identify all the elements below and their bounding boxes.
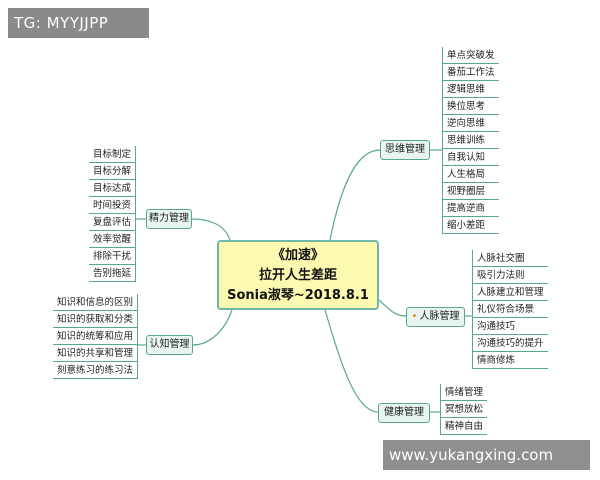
thinking-item: 视野圈层 bbox=[443, 183, 499, 200]
energy-item: 复盘评估 bbox=[89, 214, 136, 231]
branch-energy-label: 精力管理 bbox=[149, 213, 189, 224]
branch-network-label: 人脉管理 bbox=[419, 311, 460, 322]
health-items: 情绪管理 冥想放松 精神自由 bbox=[440, 384, 488, 435]
central-author-date: Sonia淑琴~2018.8.1 bbox=[227, 288, 369, 303]
thinking-item: 自我认知 bbox=[443, 149, 499, 166]
thinking-items: 单点突破发 番茄工作法 逻辑思维 换位思考 逆向思维 思维训练 自我认知 人生格… bbox=[442, 47, 499, 234]
central-title: 《加速》 bbox=[271, 248, 324, 263]
thinking-item: 提高逆商 bbox=[443, 200, 499, 217]
cognition-item: 知识的统筹和应用 bbox=[53, 328, 138, 345]
central-topic[interactable]: 《加速》 拉开人生差距 Sonia淑琴~2018.8.1 bbox=[217, 240, 379, 310]
thinking-item: 逻辑思维 bbox=[443, 81, 499, 98]
health-item: 情绪管理 bbox=[441, 384, 488, 401]
connector-energy bbox=[191, 218, 231, 241]
connector-health bbox=[324, 309, 379, 413]
energy-item: 排除干扰 bbox=[89, 248, 136, 265]
network-item: 沟通技巧 bbox=[473, 318, 548, 335]
cognition-item: 知识的获取和分类 bbox=[53, 311, 138, 328]
connector-network bbox=[378, 299, 407, 317]
branch-network[interactable]: •人脉管理 bbox=[406, 307, 465, 327]
bullet-icon: • bbox=[411, 311, 418, 322]
energy-item: 效率觉醒 bbox=[89, 231, 136, 248]
energy-item: 目标制定 bbox=[89, 146, 136, 163]
network-item: 情商修炼 bbox=[473, 352, 548, 369]
network-item: 吸引力法则 bbox=[473, 267, 548, 284]
thinking-item: 缩小差距 bbox=[443, 217, 499, 234]
thinking-item: 单点突破发 bbox=[443, 47, 499, 64]
watermark-url: www.yukangxing.com bbox=[383, 440, 590, 470]
cognition-items: 知识和信息的区别 知识的获取和分类 知识的统筹和应用 知识的共享和管理 刻意练习… bbox=[53, 294, 139, 379]
energy-item: 目标分解 bbox=[89, 163, 136, 180]
energy-item: 告别拖延 bbox=[89, 265, 136, 282]
energy-items: 目标制定 目标分解 目标达成 时间投资 复盘评估 效率觉醒 排除干扰 告别拖延 bbox=[89, 146, 137, 282]
branch-cognition[interactable]: 认知管理 bbox=[146, 335, 193, 355]
watermark-tg: TG: MYYJJPP bbox=[8, 8, 149, 38]
network-item: 沟通技巧的提升 bbox=[473, 335, 548, 352]
branch-thinking[interactable]: 思维管理 bbox=[380, 140, 430, 160]
branch-cognition-label: 认知管理 bbox=[149, 339, 190, 350]
cognition-item: 刻意练习的练习法 bbox=[53, 362, 138, 379]
branch-health[interactable]: 健康管理 bbox=[378, 403, 430, 423]
thinking-item: 思维训练 bbox=[443, 132, 499, 149]
thinking-item: 逆向思维 bbox=[443, 115, 499, 132]
connector-cognition bbox=[192, 309, 233, 346]
cognition-item: 知识和信息的区别 bbox=[53, 294, 138, 311]
energy-item: 目标达成 bbox=[89, 180, 136, 197]
branch-health-label: 健康管理 bbox=[384, 407, 424, 418]
cognition-item: 知识的共享和管理 bbox=[53, 345, 138, 362]
network-item: 人脉建立和管理 bbox=[473, 284, 548, 301]
connector-thinking bbox=[329, 149, 381, 241]
network-items: 人脉社交圈 吸引力法则 人脉建立和管理 礼仪符合场景 沟通技巧 沟通技巧的提升 … bbox=[472, 250, 548, 369]
thinking-item: 换位思考 bbox=[443, 98, 499, 115]
branch-energy[interactable]: 精力管理 bbox=[146, 209, 192, 229]
energy-item: 时间投资 bbox=[89, 197, 136, 214]
central-subtitle: 拉开人生差距 bbox=[258, 268, 337, 283]
network-item: 礼仪符合场景 bbox=[473, 301, 548, 318]
thinking-item: 人生格局 bbox=[443, 166, 499, 183]
health-item: 精神自由 bbox=[441, 418, 488, 435]
network-item: 人脉社交圈 bbox=[473, 250, 548, 267]
branch-thinking-label: 思维管理 bbox=[385, 144, 425, 155]
health-item: 冥想放松 bbox=[441, 401, 488, 418]
thinking-item: 番茄工作法 bbox=[443, 64, 499, 81]
